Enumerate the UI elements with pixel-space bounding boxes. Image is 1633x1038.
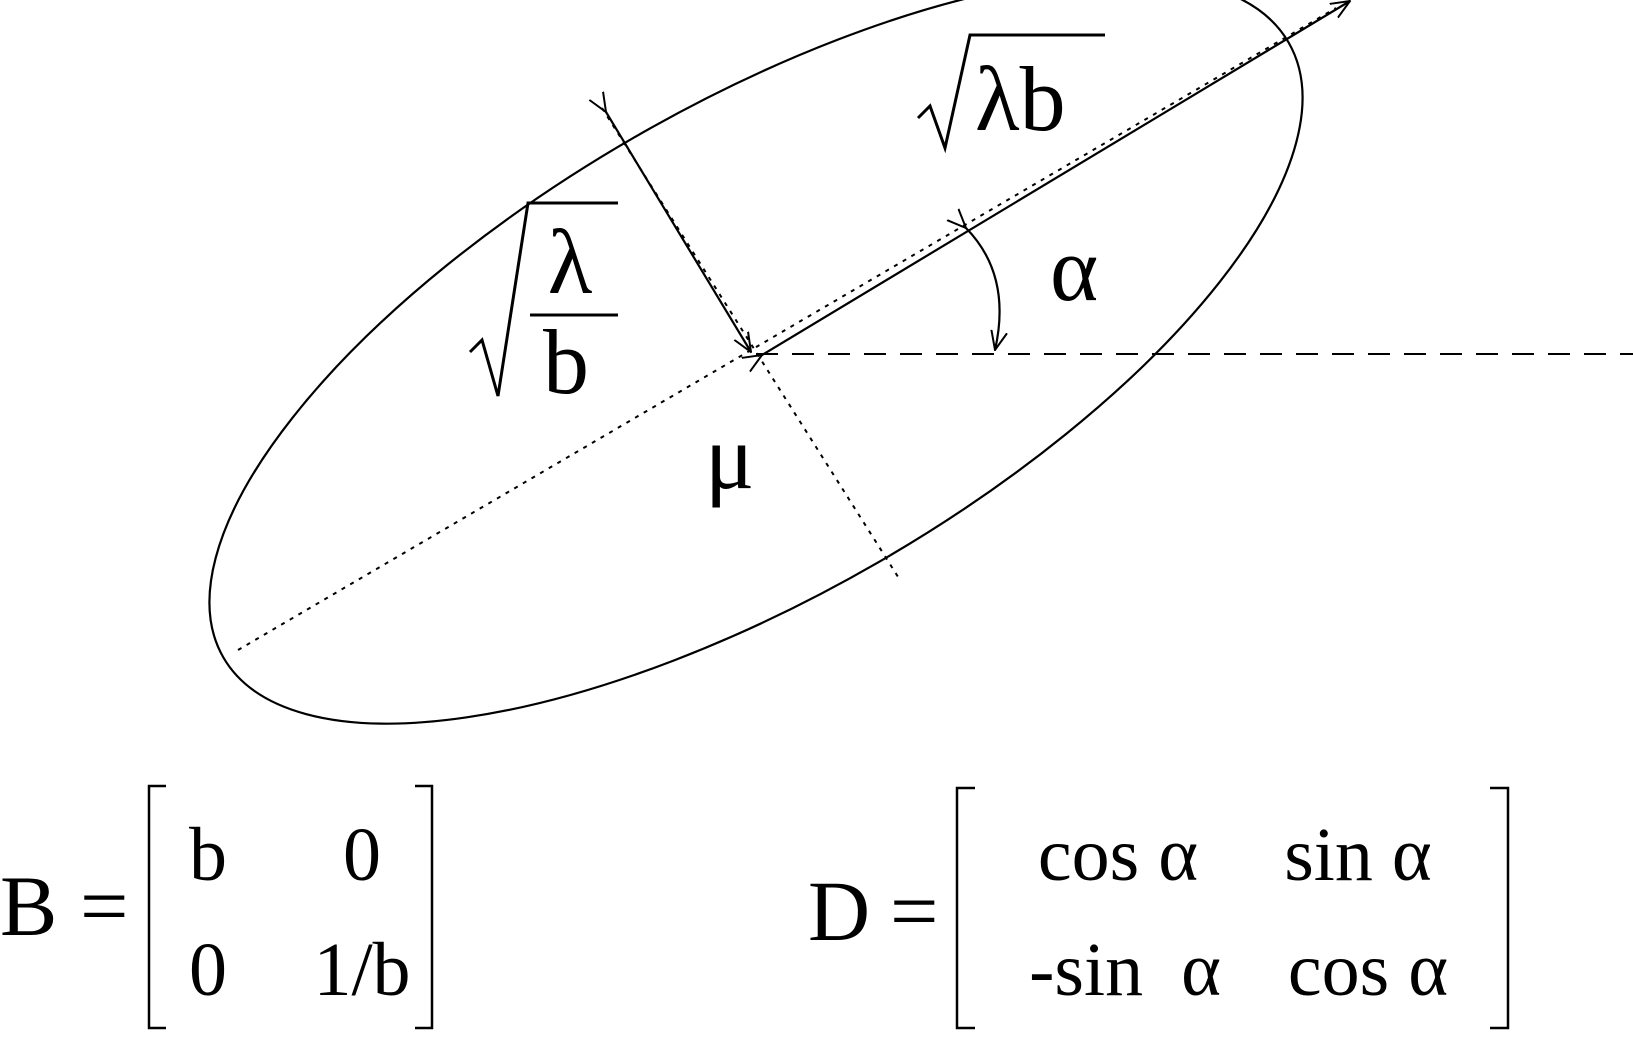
matrix-b-r1c2: 0 [343,813,381,897]
matrix-d-r2c2: cos α [1288,928,1448,1012]
center-label: μ [705,406,754,508]
major-axis-dotted [237,7,1337,651]
major-half-axis-arrow [762,1,1350,355]
minor-axis-label-denominator: b [543,311,589,413]
matrix-b-r2c1: 0 [189,928,227,1012]
matrix-d: D = cos α sin α -sin α cos α [808,786,1510,1030]
sqrt-sign-major [916,33,1105,154]
matrix-b-r2c2: 1/b [313,928,410,1012]
minor-axis-label-numerator: λ [548,211,593,313]
matrix-b-left-bracket [147,784,166,1030]
major-axis-label: λb [975,48,1066,150]
angle-arc [966,228,1000,350]
matrix-b-right-bracket [415,784,434,1030]
matrix-d-left-bracket [955,786,975,1030]
matrix-d-right-bracket [1490,786,1510,1030]
matrix-b-r1c1: b [189,813,227,897]
minor-half-axis-arrow [606,112,751,352]
matrix-d-equals: = [890,863,939,959]
angle-label: α [1050,218,1098,320]
matrix-d-r1c1: cos α [1038,813,1198,897]
matrix-b-equals: = [80,858,129,954]
matrix-d-name: D [808,863,870,959]
ellipse-outline [208,0,1304,725]
matrix-b: B = b 0 0 1/b [0,784,434,1030]
sqrt-sign-minor [468,201,618,397]
matrix-d-r2c1: -sin α [1029,928,1221,1012]
matrix-b-name: B [0,858,57,954]
matrix-d-r1c2: sin α [1284,813,1432,897]
